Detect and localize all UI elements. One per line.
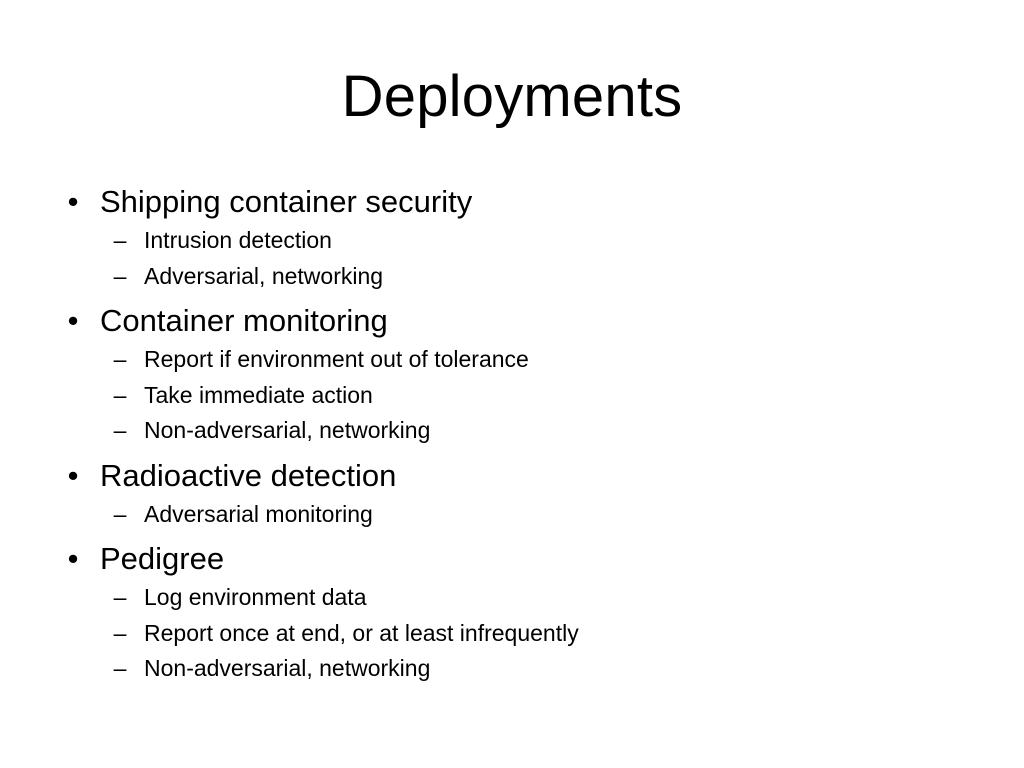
dash-icon: – [113, 346, 127, 372]
sub-bullet-text: Log environment data [144, 584, 367, 610]
dash-icon: – [113, 584, 127, 610]
bullet-icon: • [67, 541, 79, 576]
sub-bullet-item: – Report once at end, or at least infreq… [114, 616, 958, 652]
sub-bullet-item: – Intrusion detection [114, 223, 958, 259]
dash-icon: – [113, 655, 127, 681]
sub-bullet-item: – Take immediate action [114, 378, 958, 414]
sub-bullet-item: – Adversarial monitoring [114, 497, 958, 533]
sub-bullet-text: Intrusion detection [144, 227, 332, 253]
sub-bullet-text: Report if environment out of tolerance [144, 346, 529, 372]
sub-bullet-text: Adversarial monitoring [144, 500, 373, 527]
sub-bullet-item: – Non-adversarial, networking [114, 651, 958, 687]
bullet-item: • Container monitoring – Report if envir… [58, 300, 958, 449]
slide-title: Deployments [341, 64, 683, 129]
bullet-icon: • [67, 303, 79, 338]
sub-bullet-text: Report once at end, or at least infreque… [144, 619, 579, 646]
sub-bullet-list: – Intrusion detection – Adversarial, net… [100, 223, 958, 294]
dash-icon: – [113, 381, 127, 408]
dash-icon: – [113, 417, 127, 443]
bullet-icon: • [67, 457, 79, 493]
bullet-text: Pedigree [100, 541, 225, 576]
sub-bullet-item: – Adversarial, networking [114, 259, 958, 295]
bullet-text: Shipping container security [100, 184, 473, 219]
sub-bullet-list: – Report if environment out of tolerance… [100, 342, 958, 449]
sub-bullet-item: – Log environment data [114, 580, 958, 616]
dash-icon: – [113, 619, 127, 646]
bullet-item: • Shipping container security – Intrusio… [58, 181, 958, 294]
dash-icon: – [113, 500, 127, 527]
sub-bullet-item: – Non-adversarial, networking [114, 413, 958, 449]
bullet-text: Container monitoring [100, 303, 388, 338]
bullet-text: Radioactive detection [100, 457, 397, 493]
bullet-item: • Pedigree – Log environment data – Repo… [58, 538, 958, 687]
dash-icon: – [113, 227, 127, 253]
bullet-icon: • [67, 184, 79, 219]
bullet-list: • Shipping container security – Intrusio… [58, 181, 958, 687]
sub-bullet-text: Adversarial, networking [144, 262, 384, 289]
sub-bullet-text: Non-adversarial, networking [144, 655, 431, 681]
bullet-item: • Radioactive detection – Adversarial mo… [58, 455, 958, 533]
sub-bullet-list: – Adversarial monitoring [100, 497, 958, 533]
dash-icon: – [113, 262, 127, 289]
sub-bullet-item: – Report if environment out of tolerance [114, 342, 958, 378]
sub-bullet-list: – Log environment data – Report once at … [100, 580, 958, 687]
sub-bullet-text: Take immediate action [144, 381, 373, 408]
sub-bullet-text: Non-adversarial, networking [144, 417, 431, 443]
